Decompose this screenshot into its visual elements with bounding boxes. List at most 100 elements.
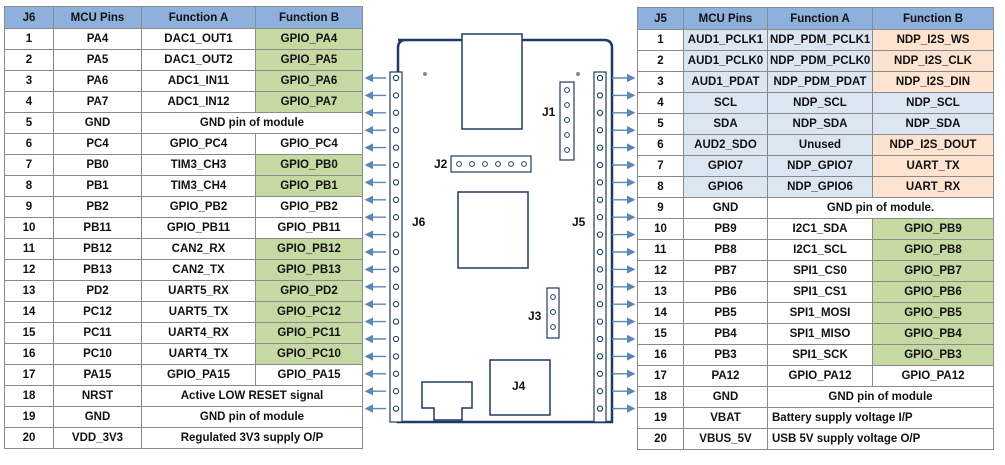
pin-hole (392, 283, 400, 290)
pin-hole (564, 132, 570, 138)
mcu-pin-cell: PB1 (53, 175, 142, 197)
pin-hole (596, 161, 604, 169)
pin-number-cell: 3 (4, 70, 54, 92)
pin-number-cell: 18 (4, 385, 54, 407)
pin-hole (596, 266, 604, 273)
function-b-cell: GPIO_PA6 (255, 70, 363, 92)
function-a-cell: GPIO_PB2 (141, 196, 256, 218)
function-b-cell: GPIO_PB6 (872, 281, 994, 303)
column-header: MCU Pins (683, 7, 768, 30)
column-header: MCU Pins (53, 6, 142, 29)
column-header: Function B (255, 6, 363, 29)
function-b-cell: GPIO_PA12 (872, 365, 994, 387)
j6-header-strip (389, 71, 403, 423)
function-b-cell: GPIO_PC4 (255, 133, 363, 155)
pin-hole (392, 127, 400, 134)
pin-number-cell: 12 (637, 260, 684, 282)
board-diagram: J1 J2 J3 J4 J6 J5 (364, 33, 636, 424)
function-b-cell: GPIO_PC11 (255, 322, 363, 344)
function-b-cell: NDP_I2S_WS (872, 29, 994, 51)
pin-hole (392, 109, 400, 116)
pin-hole (392, 335, 400, 343)
pin-hole (596, 353, 604, 360)
pin-hole (392, 161, 400, 169)
pin-number-cell: 15 (637, 323, 684, 345)
pin-hole (550, 309, 556, 315)
pin-hole (596, 127, 604, 134)
mcu-pin-cell: PA15 (53, 364, 142, 386)
pin-number-cell: 6 (4, 133, 54, 155)
mcu-pin-cell: VBAT (683, 407, 768, 429)
pin-number-cell: 7 (637, 155, 684, 177)
mcu-pin-cell: PA5 (53, 49, 142, 71)
function-a-cell: UART4_RX (141, 322, 256, 344)
pin-number-cell: 18 (637, 386, 684, 408)
pin-number-cell: 3 (637, 71, 684, 93)
mcu-pin-cell: VDD_3V3 (53, 427, 142, 449)
j5-label: J5 (572, 215, 586, 229)
pin-hole (596, 248, 604, 256)
pin-description-cell: GND pin of module. (767, 197, 994, 219)
function-a-cell: UART4_TX (141, 343, 256, 365)
pin-description-cell: USB 5V supply voltage O/P (767, 428, 994, 450)
mcu-pin-cell: AUD1_PCLK0 (683, 50, 768, 72)
pin-hole (596, 301, 604, 308)
pin-hole (596, 370, 604, 377)
column-header: J6 (4, 6, 54, 29)
pin-hole (596, 283, 604, 290)
function-b-cell: GPIO_PB7 (872, 260, 994, 282)
pin-number-cell: 13 (637, 281, 684, 303)
pin-hole (596, 92, 604, 99)
function-a-cell: SPI1_MISO (767, 323, 873, 345)
function-b-cell: GPIO_PB13 (255, 259, 363, 281)
mcu-pin-cell: PC12 (53, 301, 142, 323)
function-a-cell: NDP_SCL (767, 92, 873, 114)
pin-number-cell: 14 (4, 301, 54, 323)
pin-hole (495, 161, 501, 167)
mcu-pin-cell: PB7 (683, 260, 768, 282)
pin-number-cell: 11 (4, 238, 54, 260)
pin-number-cell: 19 (637, 407, 684, 429)
function-a-cell: GPIO_PA12 (767, 365, 873, 387)
function-a-cell: SPI1_CS0 (767, 260, 873, 282)
pin-hole (596, 144, 604, 151)
mcu-pin-cell: PB4 (683, 323, 768, 345)
function-b-cell: GPIO_PB3 (872, 344, 994, 366)
function-a-cell: SPI1_MOSI (767, 302, 873, 324)
pin-hole (392, 196, 400, 203)
function-a-cell: NDP_GPIO6 (767, 176, 873, 198)
function-b-cell: NDP_SDA (872, 113, 994, 135)
mcu-pin-cell: PB9 (683, 218, 768, 240)
j6-pin-arrows (364, 73, 386, 413)
mcu-pin-cell: SDA (683, 113, 768, 135)
function-a-cell: NDP_PDM_PCLK0 (767, 50, 873, 72)
pin-number-cell: 5 (637, 113, 684, 135)
pin-hole (392, 388, 400, 395)
j4-component (489, 359, 551, 416)
function-a-cell: CAN2_RX (141, 238, 256, 260)
mcu-pin-cell: PB12 (53, 238, 142, 260)
function-a-cell: CAN2_TX (141, 259, 256, 281)
pin-hole (596, 196, 604, 203)
mcu-pin-cell: PA12 (683, 365, 768, 387)
pin-description-cell: GND pin of module (767, 386, 994, 408)
mcu-pin-cell: PB3 (683, 344, 768, 366)
